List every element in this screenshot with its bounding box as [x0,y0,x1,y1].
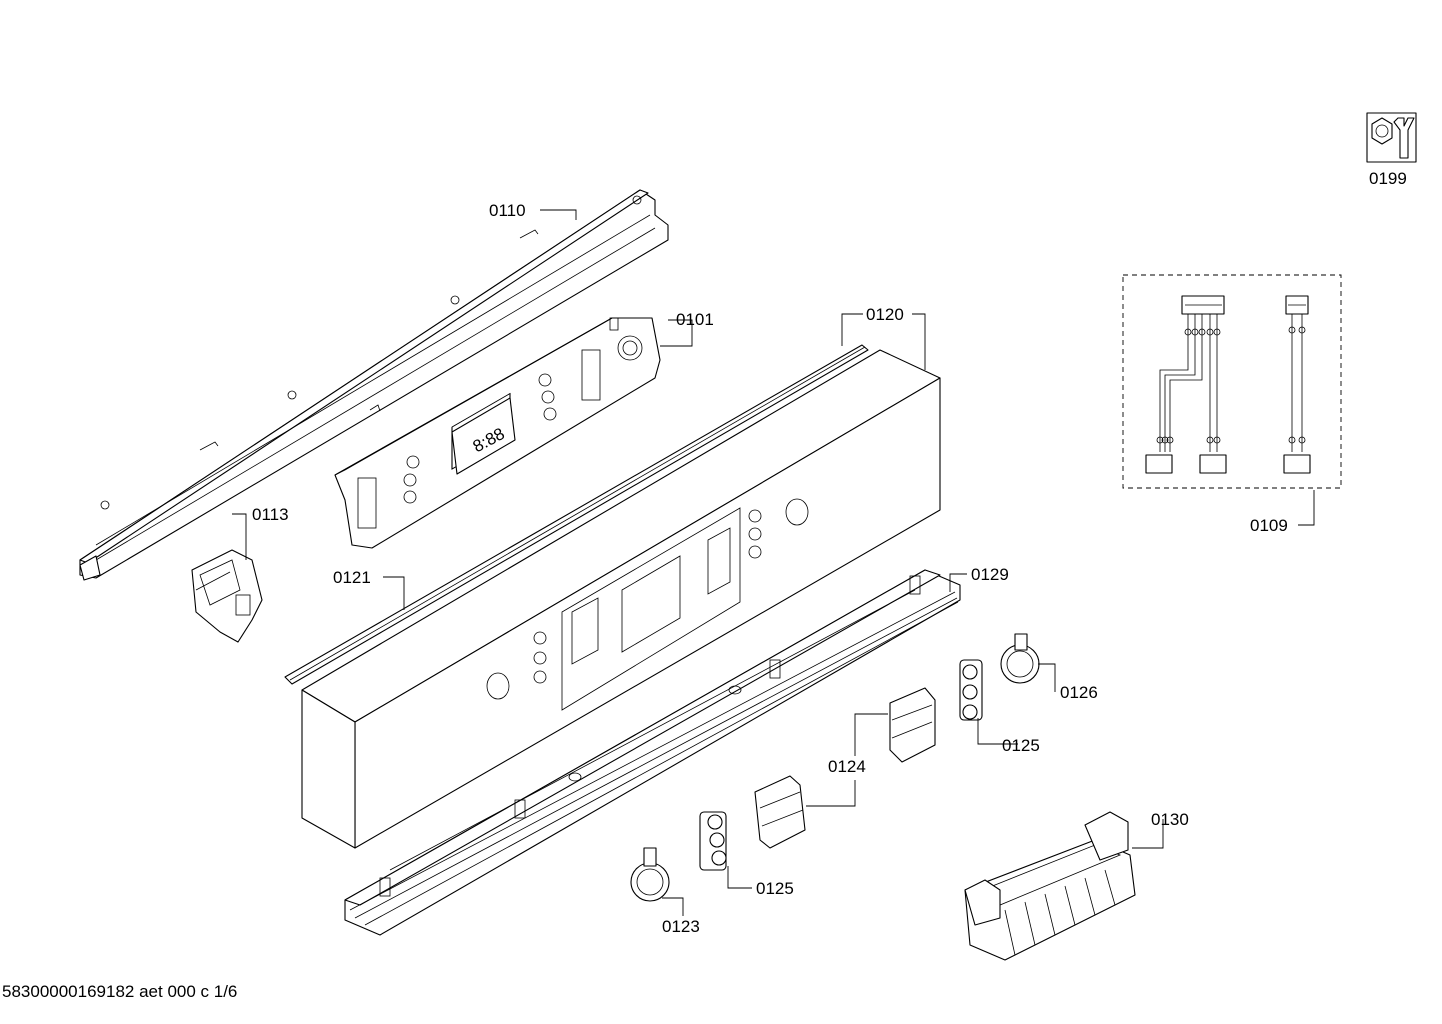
front-panel-part [301,349,941,849]
leader-lines [232,209,1315,916]
knob-part-lower [630,847,670,902]
button-set-part-right [959,659,983,721]
label-0110: 0110 [489,201,526,220]
label-0121: 0121 [333,568,371,587]
button-set-part-left [699,811,727,871]
connector-housing-part [964,811,1136,961]
label-0129: 0129 [971,565,1009,584]
seal-strip-part [284,344,869,685]
keypad-part-right [889,687,936,763]
label-0126: 0126 [1060,683,1098,702]
base-rail-part [344,569,961,936]
label-0125-right: 0125 [1002,736,1040,755]
document-code: 58300000169182 aet 000 c 1/6 [2,982,238,1001]
label-0120: 0120 [866,305,904,324]
control-module-part: 8:88 [334,317,661,549]
callout-labels: 0110 0101 0120 0113 0121 0129 0126 0125 … [252,169,1407,936]
knob-part [1000,633,1040,684]
wrench-nut-icon [1366,112,1417,163]
label-0109: 0109 [1250,516,1288,535]
bracket-part [191,549,263,643]
label-0125-left: 0125 [756,879,794,898]
label-0101: 0101 [676,310,714,329]
label-0124: 0124 [828,757,866,776]
label-0113: 0113 [252,505,289,524]
keypad-part-left [754,775,806,849]
label-0199: 0199 [1369,169,1407,188]
label-0130: 0130 [1151,810,1189,829]
wiring-harness-part [1122,274,1342,489]
label-0123: 0123 [662,917,700,936]
mounting-rail-part [79,189,669,581]
